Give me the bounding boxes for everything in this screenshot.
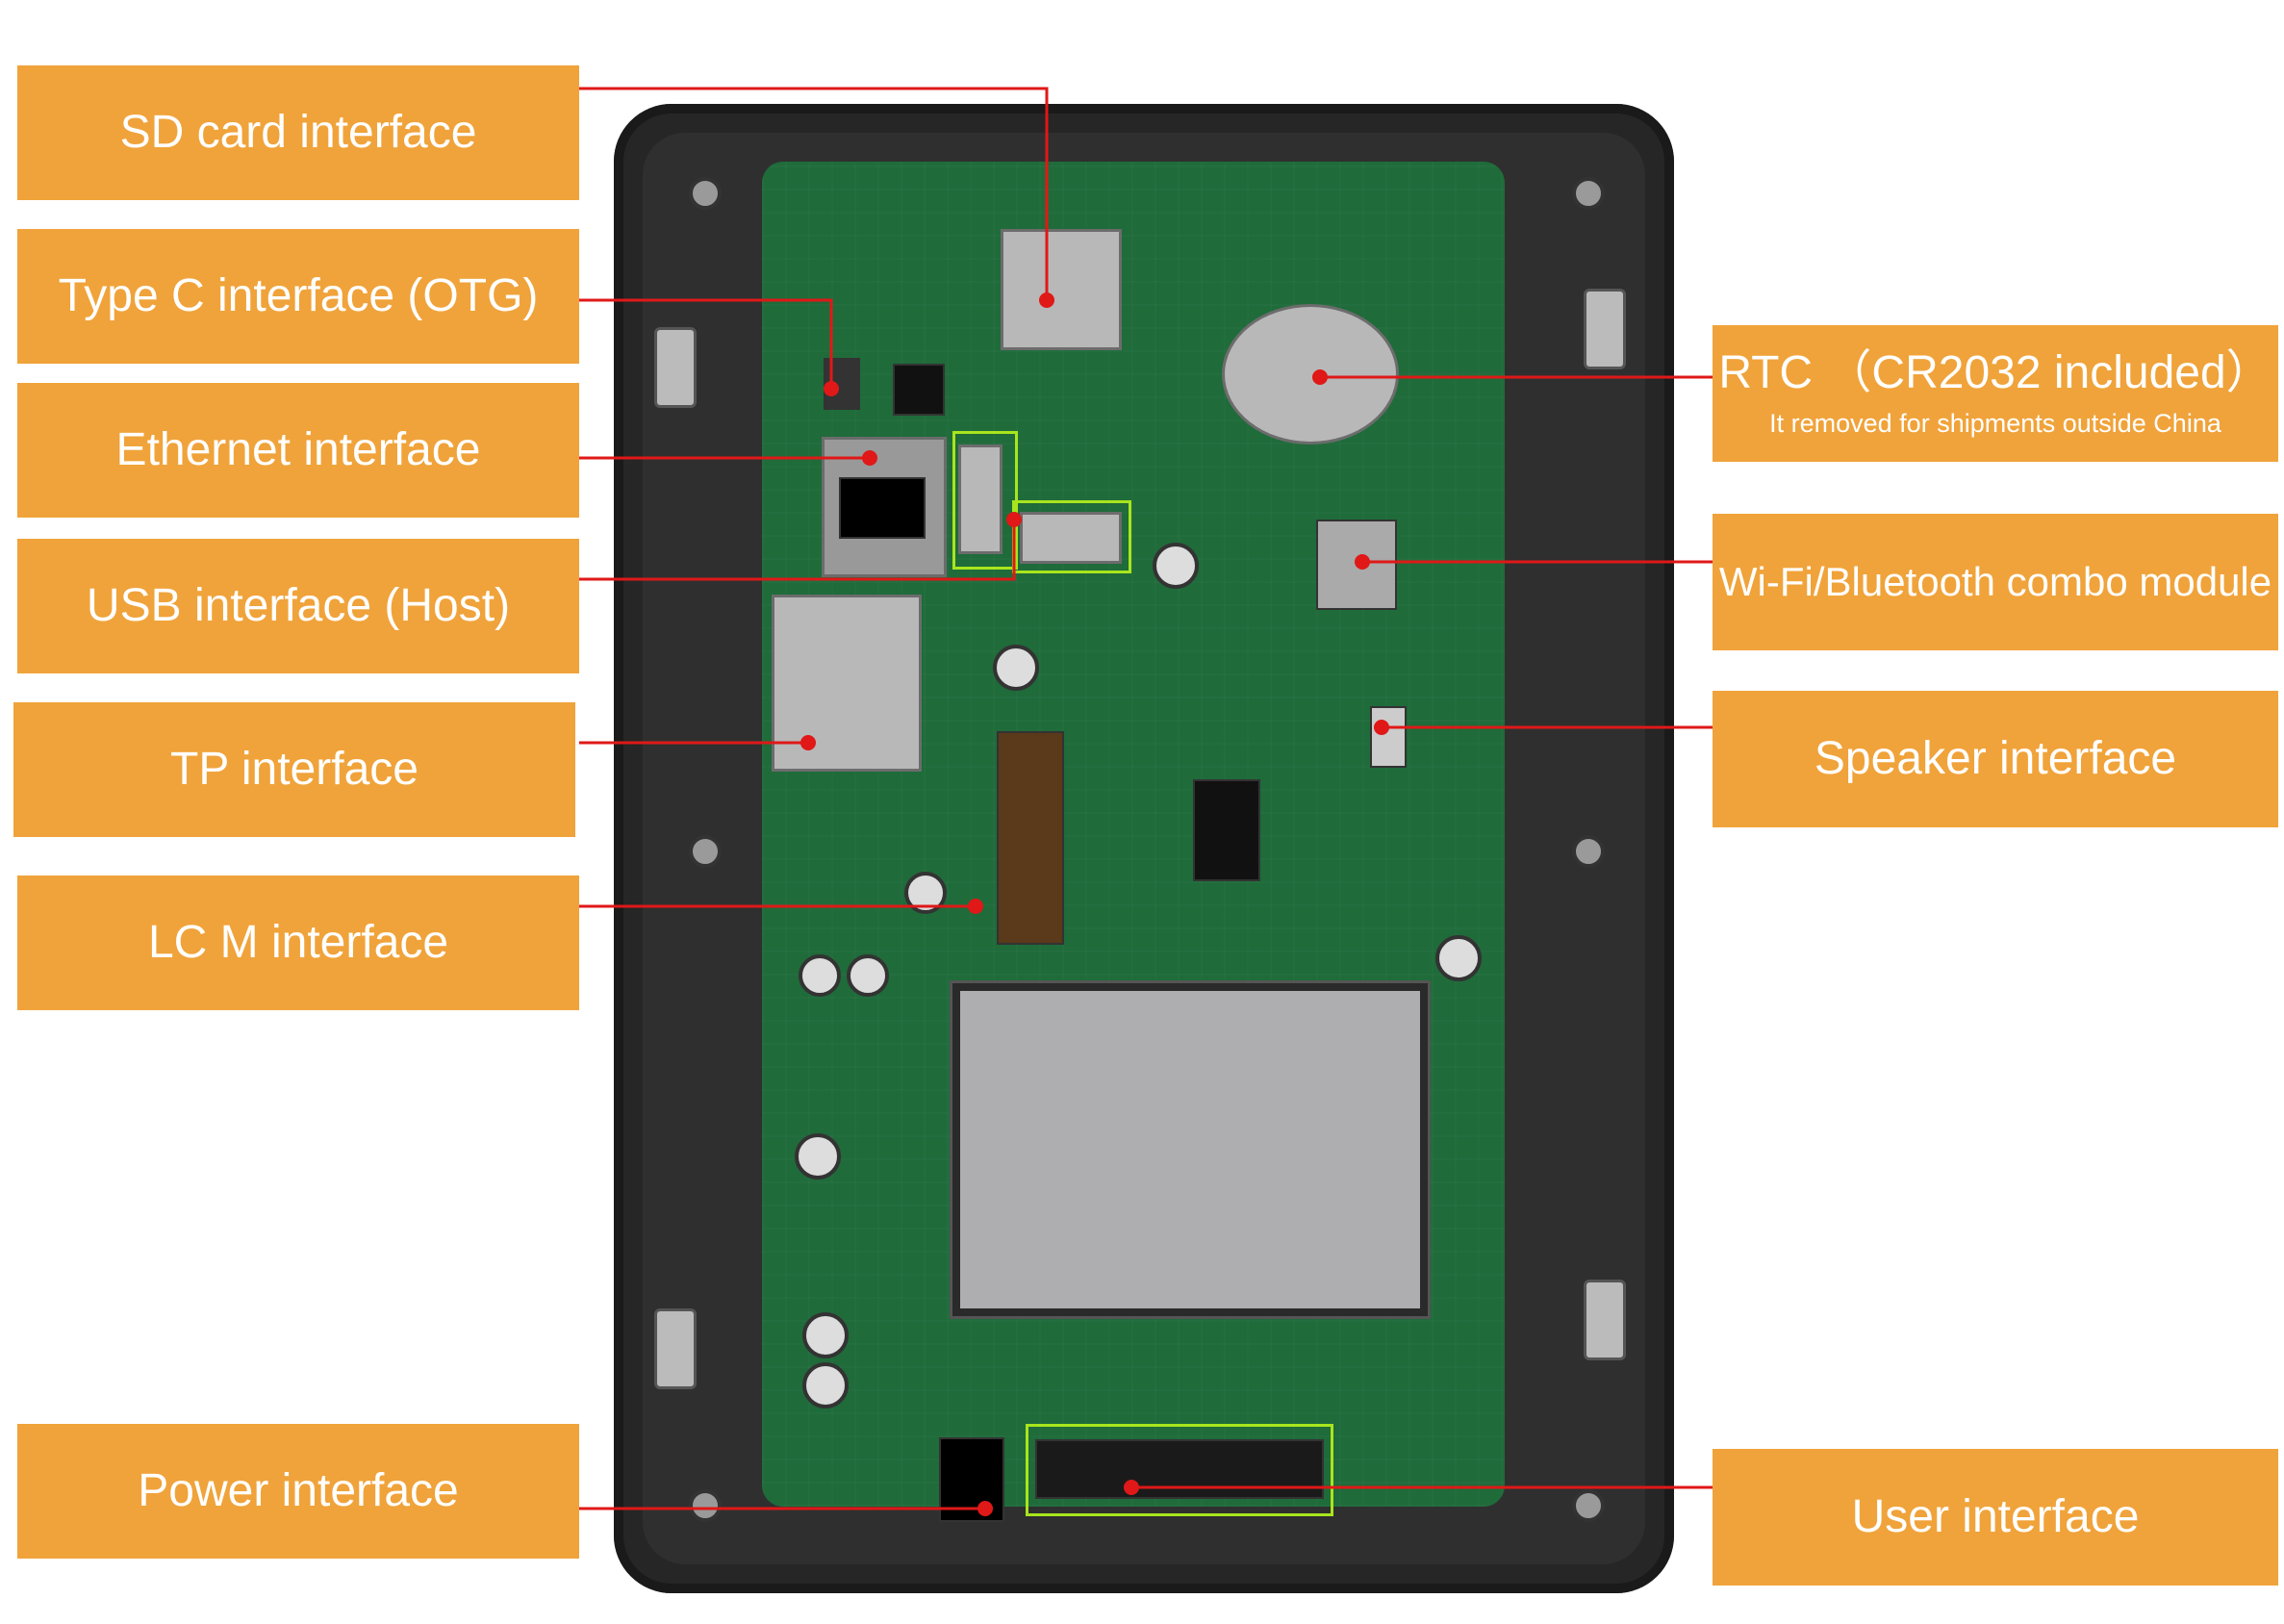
pointer-dot (800, 735, 816, 750)
pointer-dot (824, 381, 839, 396)
label-text: USB interface (Host) (86, 579, 511, 631)
wifi-bluetooth-module-label: Wi-Fi/Bluetooth combo module (1713, 514, 2278, 650)
ethernet-jack-opening (839, 477, 926, 539)
chip-small (893, 364, 945, 416)
label-text: Power interface (138, 1464, 459, 1516)
screw-icon (1572, 1489, 1605, 1522)
label-subtext: It removed for shipments outside China (1769, 408, 2221, 438)
capacitor (795, 1133, 841, 1180)
label-text: SD card interface (119, 106, 477, 158)
ethernet-interface-label: Ethernet interface (17, 383, 579, 518)
label-text: Speaker interface (1814, 732, 2177, 784)
capacitor (993, 645, 1039, 691)
capacitor (904, 872, 947, 914)
pointer-dot (977, 1501, 993, 1516)
lcm-interface-label: LC M interface (17, 875, 579, 1010)
rtc-label: RTC （CR2032 included） It removed for shi… (1713, 325, 2278, 462)
coin-cell-battery (1222, 304, 1399, 444)
tp-connector (772, 595, 922, 772)
capacitor (799, 954, 841, 997)
pointer-dot (1312, 369, 1328, 385)
label-text: TP interface (170, 743, 419, 795)
mounting-bracket-left-bottom (654, 1308, 697, 1389)
usb-interface-label: USB interface (Host) (17, 539, 579, 673)
pointer-dot (1039, 292, 1054, 308)
lcd-shield (952, 983, 1428, 1316)
user-interface-label: User interface (1713, 1449, 2278, 1586)
label-text: User interface (1851, 1490, 2140, 1542)
capacitor (847, 954, 889, 997)
capacitor (802, 1312, 849, 1358)
lcm-connector (997, 731, 1064, 945)
sd-card-slot (1001, 229, 1122, 350)
pointer-dot (1006, 512, 1022, 527)
capacitor (1435, 935, 1482, 981)
usb-port-horizontal (1020, 512, 1122, 564)
pointer-dot (1124, 1480, 1139, 1495)
screw-icon (689, 1489, 722, 1522)
usb-highlight-vertical (952, 431, 1018, 570)
label-text: Wi-Fi/Bluetooth combo module (1718, 558, 2272, 604)
usb-highlight-horizontal (1012, 500, 1131, 573)
capacitor (1153, 543, 1199, 589)
pointer-dot (968, 899, 983, 914)
screw-icon (689, 177, 722, 210)
tp-interface-label: TP interface (13, 702, 575, 837)
user-terminal-block (1035, 1439, 1324, 1499)
capacitor (802, 1362, 849, 1408)
label-text: Type C interface (OTG) (58, 269, 539, 321)
power-jack (939, 1437, 1004, 1522)
mounting-bracket-right-bottom (1584, 1280, 1626, 1360)
mounting-bracket-right-top (1584, 289, 1626, 369)
power-interface-label: Power interface (17, 1424, 579, 1559)
label-text: Ethernet interface (115, 423, 481, 475)
label-text: LC M interface (147, 916, 449, 968)
pointer-dot (1355, 554, 1370, 570)
label-text: RTC （CR2032 included） (1718, 347, 2272, 399)
pointer-dot (862, 450, 877, 466)
mounting-bracket-left-top (654, 327, 697, 408)
user-terminal-highlight (1026, 1424, 1333, 1516)
screw-icon (1572, 835, 1605, 868)
speaker-interface-label: Speaker interface (1713, 691, 2278, 827)
main-chip (1193, 779, 1260, 881)
sd-card-interface-label: SD card interface (17, 65, 579, 200)
pointer-dot (1374, 720, 1389, 735)
screw-icon (1572, 177, 1605, 210)
speaker-connector (1370, 706, 1407, 768)
screw-icon (689, 835, 722, 868)
type-c-interface-label: Type C interface (OTG) (17, 229, 579, 364)
